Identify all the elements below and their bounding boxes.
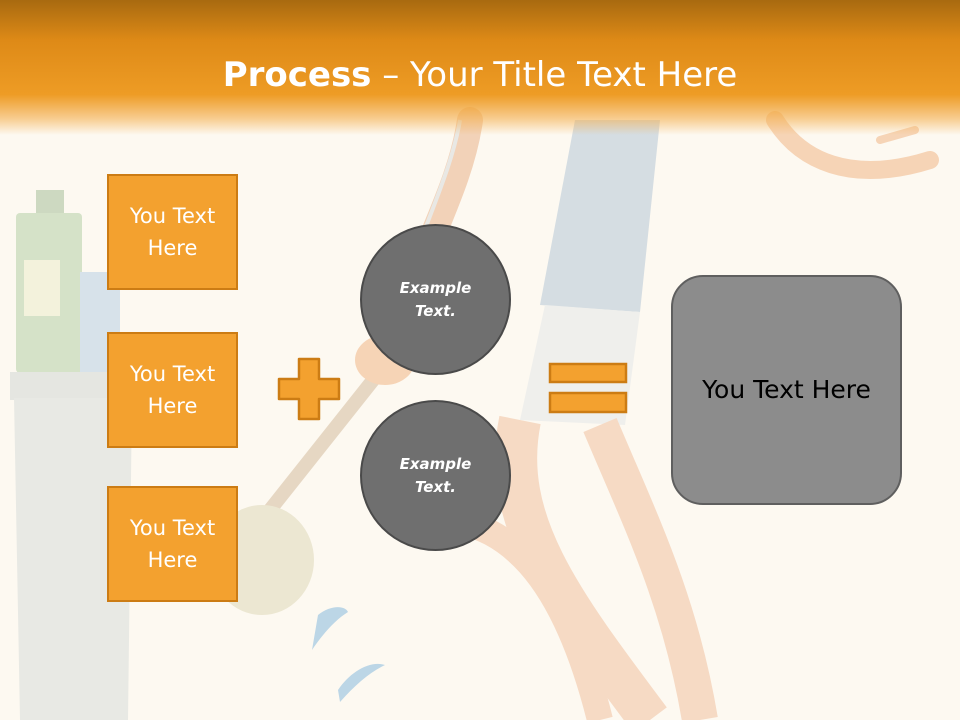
circle-label: Example Text. (399, 454, 472, 496)
plus-icon (277, 357, 341, 421)
equals-icon (548, 362, 628, 414)
example-circle-2[interactable]: Example Text. (360, 400, 511, 551)
input-box-label: You Text Here (129, 362, 216, 418)
header-band (0, 0, 960, 135)
title-rest: – Your Title Text Here (371, 55, 738, 95)
input-box-1[interactable]: You Text Here (107, 174, 238, 290)
example-circle-1[interactable]: Example Text. (360, 224, 511, 375)
input-box-3[interactable]: You Text Here (107, 486, 238, 602)
result-box[interactable]: You Text Here (671, 275, 902, 505)
slide-title: Process – Your Title Text Here (0, 52, 960, 98)
input-box-label: You Text Here (129, 204, 216, 260)
result-label: You Text Here (702, 375, 871, 404)
title-bold: Process (222, 55, 372, 95)
input-box-2[interactable]: You Text Here (107, 332, 238, 448)
circle-label: Example Text. (399, 278, 472, 320)
input-box-label: You Text Here (129, 516, 216, 572)
